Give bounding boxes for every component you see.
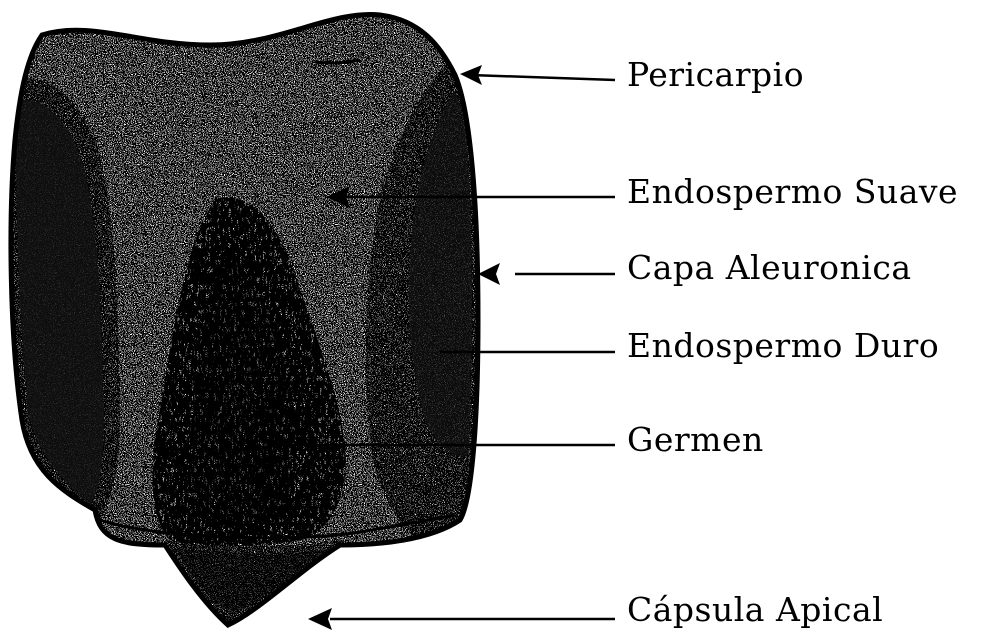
label-endospermo-duro: Endospermo Duro [627,326,939,366]
label-endospermo-suave: Endospermo Suave [627,172,958,212]
label-capsula-apical: Cápsula Apical [627,590,883,630]
arrowhead-capsula-apical [308,608,332,630]
arrowhead-capa-aleuronica [478,263,500,285]
label-germen: Germen [627,420,764,460]
leader-line-pericarpio [470,75,615,80]
label-capa-aleuronica: Capa Aleuronica [627,248,912,288]
kernel-body [0,0,500,635]
label-pericarpio: Pericarpio [627,55,804,95]
